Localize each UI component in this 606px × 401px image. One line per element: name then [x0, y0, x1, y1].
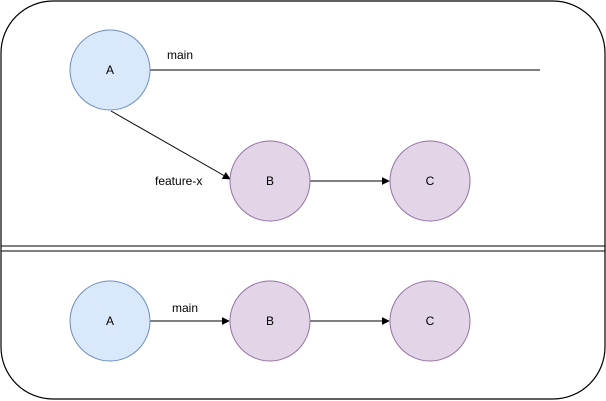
before-node-b-label: B [266, 174, 274, 188]
before-node-c-label: C [426, 174, 435, 188]
before-section: main feature-x A B C [69, 29, 540, 222]
after-node-c [389, 280, 471, 362]
before-main-label: main [167, 48, 193, 62]
after-node-a-label: A [106, 314, 114, 328]
before-feature-label: feature-x [155, 174, 202, 188]
before-node-a-label: A [106, 63, 114, 77]
after-section: main A B C [69, 280, 471, 362]
after-node-b [229, 280, 311, 362]
before-edge-a-b [110, 110, 231, 180]
before-node-b [229, 140, 311, 222]
after-node-a [69, 280, 151, 362]
before-node-a [69, 29, 151, 111]
after-node-b-label: B [266, 314, 274, 328]
before-node-c [389, 140, 471, 222]
after-main-label: main [172, 301, 198, 315]
after-node-c-label: C [426, 314, 435, 328]
